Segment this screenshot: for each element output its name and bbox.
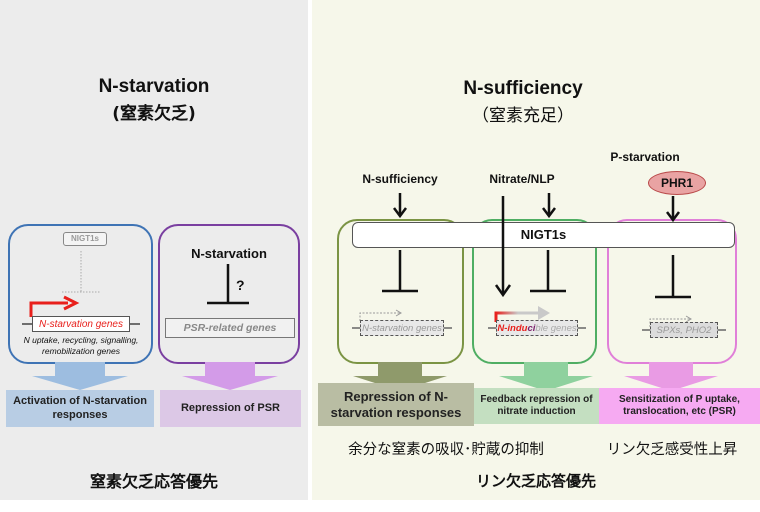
n-sufficiency-panel: N-sufficiency （窒素充足） N-sufficiency Nitra…: [312, 0, 760, 500]
gene-name-purple-part: ci: [527, 323, 536, 334]
right-caption-p: リン欠乏感受性上昇: [606, 442, 738, 458]
panel-title: N-sufficiency: [463, 78, 583, 99]
n-starvation-genes-box: N-starvation genes: [32, 316, 130, 332]
pink-down-arrow: [624, 362, 718, 391]
blue-down-arrow: [32, 362, 128, 390]
right-summary: リン欠乏応答優先: [475, 472, 596, 490]
nitrate-nlp-input-label: Nitrate/NLP: [489, 172, 555, 186]
gene-name-gray-part: ble genes: [535, 323, 577, 334]
activation-arrow-head: [63, 295, 80, 311]
psr-related-genes-box: PSR-related genes: [165, 318, 295, 338]
olive-down-arrow: [353, 362, 447, 391]
n-starvation-repression-result: Repression of N-starvation responses: [318, 383, 474, 426]
n-starvation-genes-repressed: N-starvation genes: [360, 320, 444, 336]
panel-subtitle: （窒素充足）: [472, 106, 574, 126]
partial-activation-arrow: [494, 311, 540, 322]
gene-name-red-part: N-indu: [497, 323, 528, 334]
green-down-arrow: [499, 362, 593, 391]
inactive-transcription-3: [649, 318, 690, 327]
n-inducible-genes: N-inducible genes: [496, 320, 578, 336]
right-caption-n: 余分な窒素の吸収･貯蔵の抑制: [348, 442, 544, 458]
n-sufficiency-input-label: N-sufficiency: [362, 172, 438, 186]
inactive-transcription-1: [359, 312, 400, 321]
uncertain-mark: ?: [236, 277, 245, 293]
nigt1s-label-faded: NIGT1s: [63, 232, 107, 246]
spx-pho2-genes: SPXs, PHO2: [650, 322, 718, 338]
p-starvation-input-label: P-starvation: [610, 150, 680, 164]
right-arrows: [352, 193, 726, 391]
left-summary: 窒素欠乏応答優先: [89, 472, 218, 491]
gene-description-line1: N uptake, recycling, signalling,: [23, 335, 139, 345]
panel-title: N-starvation: [98, 76, 210, 97]
psr-sensitization-result: Sensitization of P uptake, translocation…: [599, 388, 760, 424]
n-starvation-label: N-starvation: [191, 246, 267, 261]
purple-down-arrow: [182, 362, 278, 390]
activation-result: Activation of N-starvation responses: [6, 390, 154, 427]
panel-subtitle: (窒素欠乏): [112, 104, 196, 124]
nitrate-feedback-result: Feedback repression of nitrate induction: [474, 388, 599, 424]
phr1-node: PHR1: [648, 171, 706, 195]
nigt1s-bar: NIGT1s: [352, 222, 735, 248]
gene-description-line2: remobilization genes: [42, 346, 120, 356]
activation-arrow: [29, 301, 68, 317]
n-starvation-panel: N-starvation (窒素欠乏) NIGT1s N-starvation …: [0, 0, 308, 500]
psr-repression-result: Repression of PSR: [160, 390, 301, 427]
